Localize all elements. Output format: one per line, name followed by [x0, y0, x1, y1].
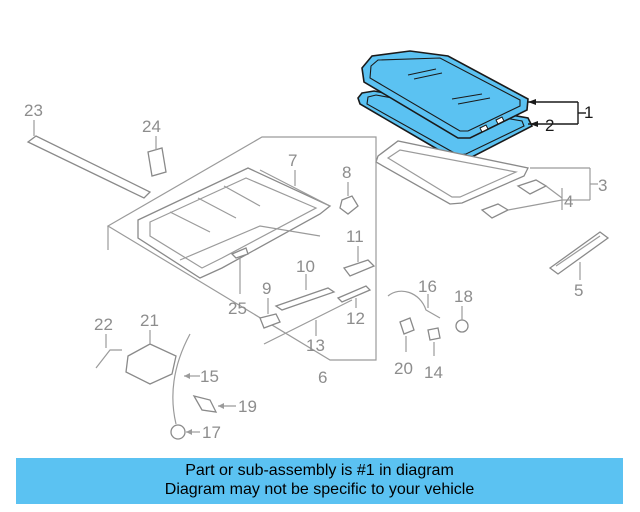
callout-22: 22 — [94, 315, 113, 334]
part-8-clip — [339, 182, 359, 215]
glass-panel-part-1 — [361, 50, 529, 139]
callout-21: 21 — [140, 311, 159, 330]
sunroof-frame-ghost — [137, 167, 332, 279]
callout-1: 1 — [584, 103, 593, 122]
callout-2: 2 — [545, 116, 554, 135]
part-14-clip — [427, 327, 441, 356]
callout-3: 3 — [598, 176, 607, 195]
part-23-strip — [26, 120, 152, 199]
banner-line-2: Diagram may not be specific to your vehi… — [164, 481, 475, 498]
callout-6: 6 — [318, 368, 327, 387]
part-25-bracket — [230, 247, 249, 294]
callout-8: 8 — [342, 163, 351, 182]
part-16-hose — [387, 290, 441, 319]
callout-18: 18 — [454, 287, 473, 306]
callout-11: 11 — [346, 227, 364, 246]
callout-9: 9 — [262, 279, 271, 298]
leader-lines-1-2 — [528, 99, 586, 127]
part-24-trim — [147, 136, 167, 177]
part-13-rail — [263, 299, 353, 345]
part-21-module — [125, 330, 177, 385]
callout-10: 10 — [296, 257, 315, 276]
callout-4: 4 — [564, 192, 573, 211]
sunroof-glass-assembly[interactable] — [357, 50, 534, 161]
callout-19: 19 — [238, 397, 257, 416]
part-4-brackets — [480, 179, 578, 219]
frame-part-ghost — [375, 140, 529, 205]
callout-16: 16 — [418, 277, 437, 296]
part-15-hose — [172, 333, 200, 425]
info-banner: Part or sub-assembly is #1 in diagram Di… — [16, 458, 623, 504]
part-19-clip — [192, 394, 236, 413]
part-9-block — [259, 298, 281, 329]
callout-12: 12 — [346, 309, 365, 328]
callout-5: 5 — [574, 281, 583, 300]
housing-group-outline — [106, 136, 377, 361]
part-3-leader — [530, 167, 598, 201]
part-11-motor — [342, 246, 376, 277]
callout-13: 13 — [306, 336, 325, 355]
callout-14: 14 — [424, 363, 443, 382]
part-22-drain — [95, 334, 122, 369]
callout-15: 15 — [200, 367, 219, 386]
callout-20: 20 — [394, 359, 413, 378]
part-18-fitting — [455, 306, 469, 333]
part-17-grommet — [170, 424, 200, 440]
part-12-guide — [336, 285, 372, 308]
part-5-rail — [548, 231, 610, 280]
callout-7: 7 — [288, 151, 297, 170]
callout-24: 24 — [142, 117, 161, 136]
part-10-cable — [274, 274, 336, 311]
callout-23: 23 — [24, 101, 43, 120]
callout-17: 17 — [202, 423, 221, 442]
banner-line-1: Part or sub-assembly is #1 in diagram — [185, 462, 454, 479]
part-20-clamp — [399, 317, 415, 352]
callout-25: 25 — [228, 299, 247, 318]
